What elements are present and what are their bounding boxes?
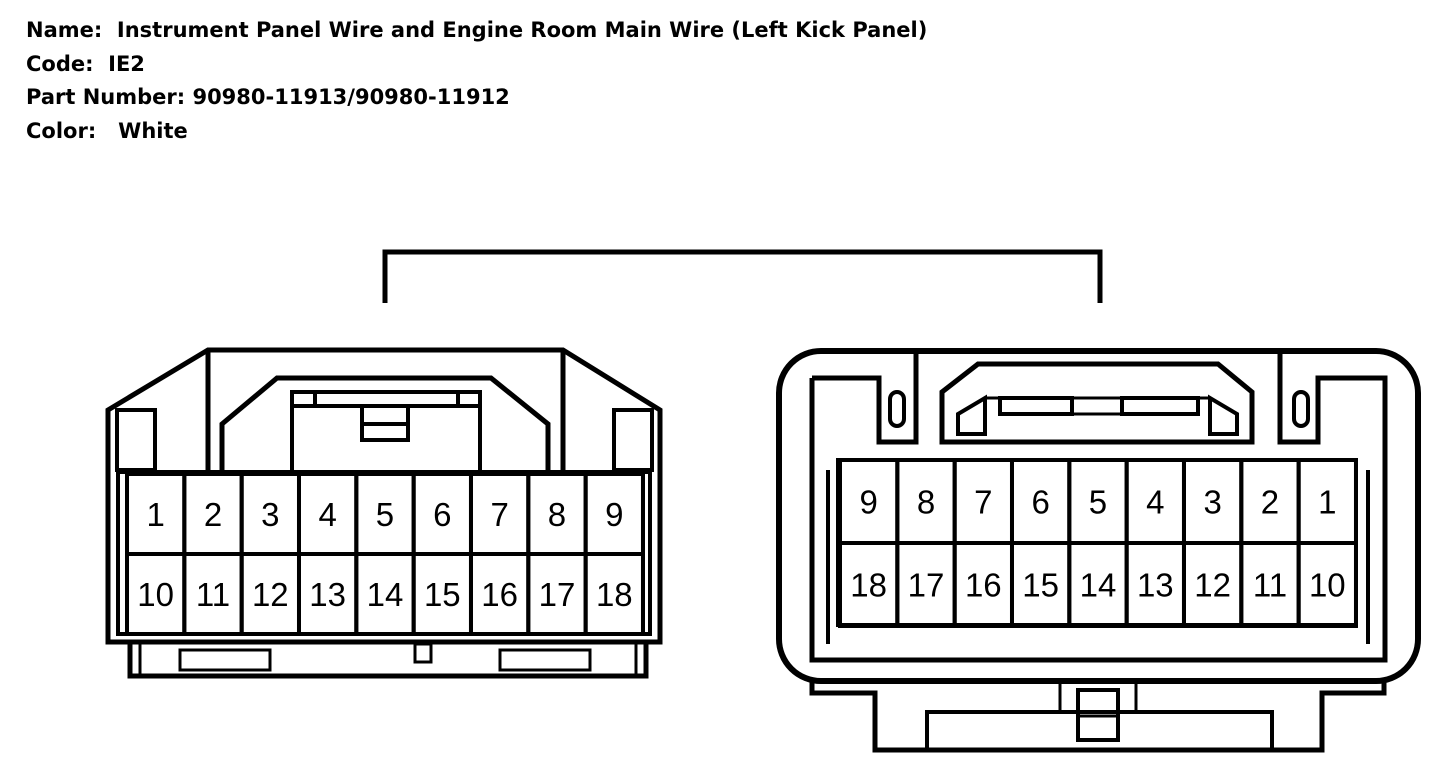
left-pin-number: 13 [309, 576, 346, 613]
part-number-row: Part Number: 90980-11913/90980-11912 [26, 81, 927, 115]
right-pin-number: 11 [1253, 567, 1287, 604]
right-pin-number: 4 [1146, 484, 1164, 521]
right-pin-number: 18 [850, 567, 887, 604]
right-pin-number: 16 [965, 567, 1002, 604]
right-pin-number: 7 [974, 484, 992, 521]
left-pin-number: 7 [490, 496, 508, 533]
right-pin-number: 6 [1031, 484, 1049, 521]
color-row: Color: White [26, 115, 927, 149]
right-pin-number: 14 [1080, 567, 1117, 604]
left-pin-number: 10 [137, 576, 174, 613]
right-pin-number: 9 [859, 484, 877, 521]
name-row: Name: Instrument Panel Wire and Engine R… [26, 14, 927, 48]
left-pin-number: 5 [376, 496, 394, 533]
left-pin-number: 18 [596, 576, 633, 613]
right-connector-body [776, 348, 1421, 753]
left-pin-number: 1 [146, 496, 164, 533]
left-pin-number: 16 [481, 576, 518, 613]
connector-info: Name: Instrument Panel Wire and Engine R… [26, 14, 927, 148]
code-label: Code: [26, 51, 94, 76]
right-pin-number: 12 [1194, 567, 1231, 604]
code-value: IE2 [108, 51, 145, 76]
right-pin-number: 2 [1261, 484, 1279, 521]
color-label: Color: [26, 118, 97, 143]
left-pin-cell [583, 552, 645, 636]
left-pin-number: 8 [548, 496, 566, 533]
left-pin-number: 12 [252, 576, 289, 613]
right-pin-number: 13 [1137, 567, 1174, 604]
right-pin-cell [1296, 541, 1358, 628]
name-value: Instrument Panel Wire and Engine Room Ma… [116, 18, 928, 42]
left-pin-number: 6 [433, 496, 451, 533]
part-number-label: Part Number: [26, 85, 186, 109]
left-pin-number: 2 [204, 496, 222, 533]
part-number-value: 90980-11913/90980-11912 [192, 85, 510, 109]
name-label: Name: [26, 18, 103, 42]
right-pin-grid: 9 8 7 6 5 4 3 2 1 18 17 16 15 14 13 12 11 10 [838, 458, 1358, 628]
left-pin-number: 4 [318, 496, 336, 533]
left-pin-number: 15 [424, 576, 461, 613]
right-pin-number: 15 [1022, 567, 1059, 604]
left-pin-number: 3 [261, 496, 279, 533]
right-pin-number: 1 [1318, 484, 1336, 521]
right-pin-number: 3 [1203, 484, 1221, 521]
right-pin-number: 17 [908, 567, 945, 604]
mating-bracket [382, 249, 1103, 303]
right-pin-number: 5 [1089, 484, 1107, 521]
left-pin-number: 17 [539, 576, 576, 613]
right-pin-number: 8 [917, 484, 935, 521]
right-pin-number: 10 [1309, 567, 1346, 604]
code-row: Code: IE2 [26, 48, 927, 82]
left-pin-number: 11 [196, 576, 230, 613]
left-pin-number: 9 [605, 496, 623, 533]
left-pin-number: 14 [367, 576, 404, 613]
color-value: White [118, 118, 188, 143]
